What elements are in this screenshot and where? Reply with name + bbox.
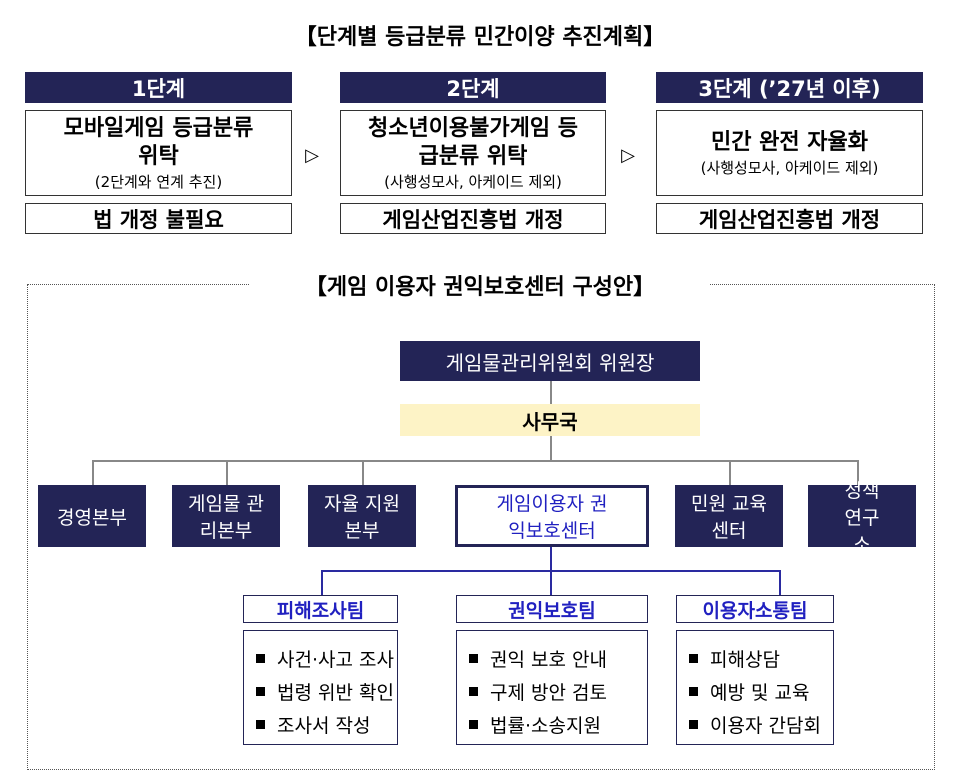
duty-item: 법령 위반 확인 <box>256 678 397 705</box>
stage-law: 게임산업진흥법 개정 <box>656 203 923 234</box>
duty-item: 권익 보호 안내 <box>469 645 647 672</box>
stage-main: 민간 완전 자율화 <box>711 129 868 155</box>
stage-header: 3단계 (’27년 이후) <box>656 72 923 103</box>
center-box: 게임이용자 권익보호센터 <box>455 485 649 547</box>
duty-item: 조사서 작성 <box>256 711 397 738</box>
stage-header: 1단계 <box>25 72 292 103</box>
org-title: 【게임 이용자 권익보호센터 구성안】 <box>250 268 710 302</box>
division-box: 민원 교육센터 <box>675 485 783 547</box>
duty-item: 이용자 간담회 <box>689 711 833 738</box>
division-box: 정책 연구소 <box>808 480 916 556</box>
duty-item: 예방 및 교육 <box>689 678 833 705</box>
stage-note: (사행성모사, 아케이드 제외) <box>384 172 562 191</box>
arrow-icon: ▷ <box>621 144 635 166</box>
duty-item: 법률·소송지원 <box>469 711 647 738</box>
team-header: 피해조사팀 <box>243 595 398 623</box>
stage-note: (사행성모사, 아케이드 제외) <box>700 158 879 177</box>
duty-item: 구제 방안 검토 <box>469 678 647 705</box>
team-header: 권익보호팀 <box>456 595 648 623</box>
division-box: 자율 지원본부 <box>308 485 416 547</box>
division-box: 경영본부 <box>38 485 146 547</box>
division-box: 게임물 관리본부 <box>172 485 280 547</box>
duty-item: 사건·사고 조사 <box>256 645 397 672</box>
team-header: 이용자소통팀 <box>676 595 834 623</box>
stage-header: 2단계 <box>340 72 606 103</box>
stage-main: 모바일게임 등급분류 위탁 <box>63 115 254 169</box>
secretariat-box: 사무국 <box>400 404 700 436</box>
stage-note: (2단계와 연계 추진) <box>94 172 223 191</box>
duty-item: 피해상담 <box>689 645 833 672</box>
stage-law: 게임산업진흥법 개정 <box>340 203 606 234</box>
arrow-icon: ▷ <box>305 144 319 166</box>
stage-main: 청소년이용불가게임 등급분류 위탁 <box>367 115 579 169</box>
chair-box: 게임물관리위원회 위원장 <box>400 341 700 381</box>
stage-law: 법 개정 불필요 <box>25 203 292 234</box>
plan-title: 【단계별 등급분류 민간이양 추진계획】 <box>294 25 666 50</box>
